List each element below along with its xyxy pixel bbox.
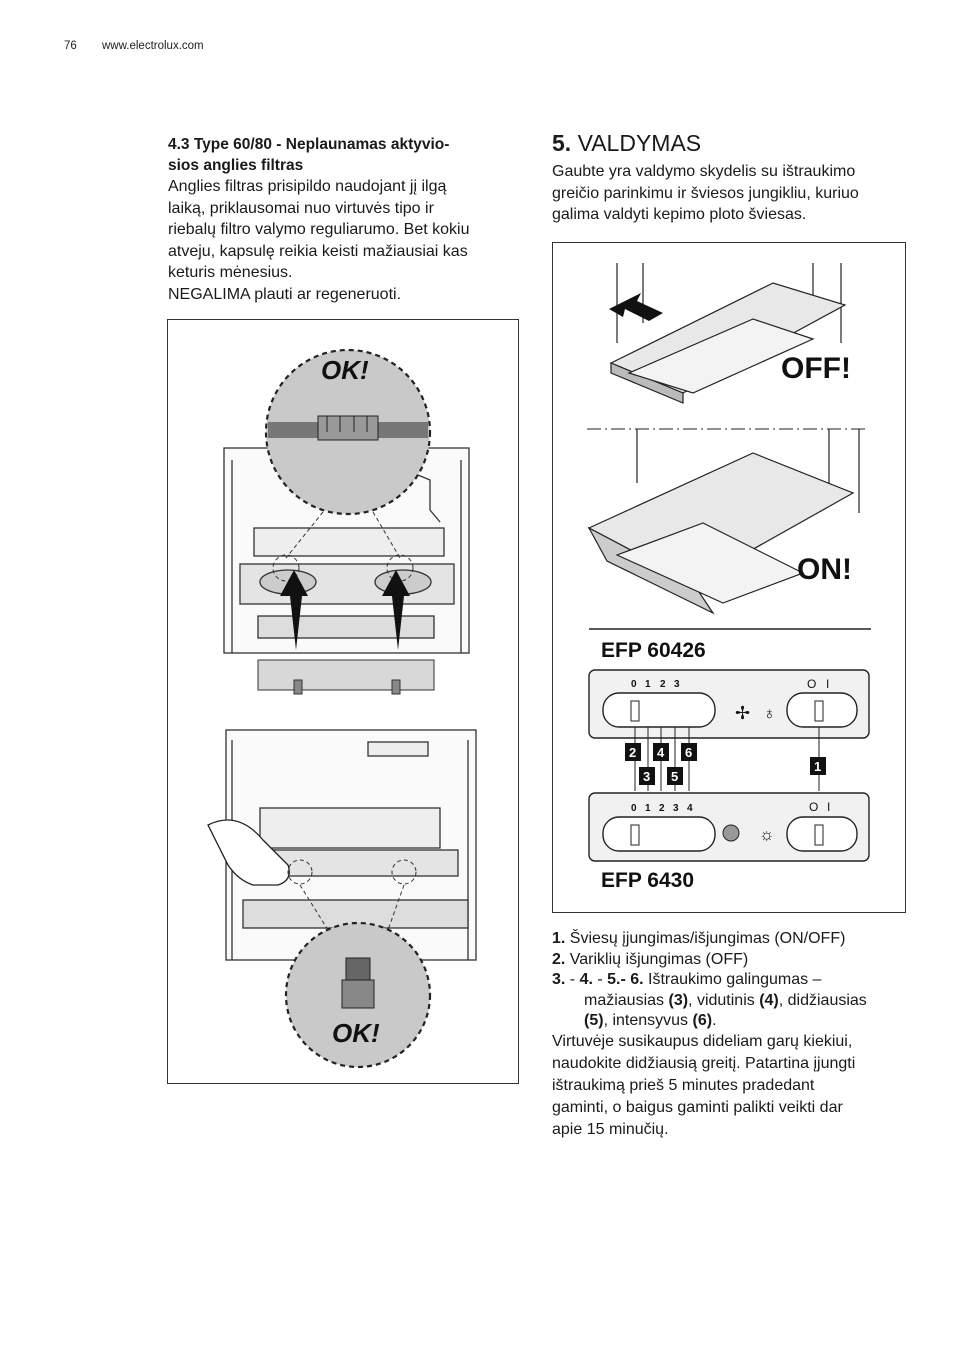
svg-text:2: 2 — [659, 803, 665, 814]
magnifier-bottom — [284, 921, 432, 1069]
section-subheading: 4.3 Type 60/80 - Neplaunamas aktyvio- si… — [168, 136, 450, 174]
bulb-icon: ♁ — [763, 704, 776, 723]
legend-item-2: 2. Variklių išjungimas (OFF) — [552, 950, 749, 968]
hand-icon — [207, 819, 290, 886]
panel-efp60426: ✢ ♁ — [588, 669, 870, 739]
off-label: OFF! — [781, 352, 851, 385]
svg-text:3: 3 — [673, 803, 679, 814]
svg-text:5: 5 — [671, 769, 678, 784]
legend-item-3-line3: (5), intensyvus (6). — [584, 1012, 717, 1029]
callout-badges: 1 2 3 4 5 6 — [625, 743, 826, 785]
carbon-filter — [257, 659, 435, 695]
svg-text:6: 6 — [685, 745, 692, 760]
filter-drawing: OK! — [207, 348, 477, 1069]
on-mark: I — [826, 677, 829, 691]
filter-paragraph: Anglies filtras prisipildo naudojant jį … — [168, 178, 470, 303]
controls-intro: Gaubte yra valdymo skydelis su ištraukim… — [552, 163, 859, 223]
svg-text:4: 4 — [657, 745, 665, 760]
control-panel-illustration: OFF! ON! EFP 60426 ✢ ♁ 0 1 2 3 — [552, 242, 906, 913]
legend-item-1: 1. Šviesų įjungimas/išjungimas (ON/OFF) — [552, 930, 846, 947]
svg-text:1: 1 — [814, 759, 821, 774]
svg-text:1: 1 — [645, 679, 651, 690]
legend-item-3: 3. - 4. - 5.- 6. Ištraukimo galingumas – — [552, 971, 822, 988]
hood-on — [587, 429, 860, 615]
scale-a: 0 1 2 3 — [631, 679, 680, 690]
controls-legend: 1. Šviesų įjungimas/išjungimas (ON/OFF) … — [552, 929, 912, 1032]
hood-off — [609, 263, 847, 404]
guide-lines-top — [272, 511, 414, 582]
insert-arrows — [280, 570, 410, 650]
svg-text:0: 0 — [631, 679, 637, 690]
svg-text:4: 4 — [687, 803, 693, 814]
model-label-b: EFP 6430 — [601, 869, 694, 892]
svg-text:1: 1 — [645, 803, 651, 814]
controls-section: 5. VALDYMAS Gaubte yra valdymo skydelis … — [552, 130, 908, 226]
svg-text:2: 2 — [660, 679, 666, 690]
light-icon: ☼ — [759, 825, 775, 844]
guide-lines-bottom — [287, 859, 417, 931]
svg-text:0: 0 — [631, 803, 637, 814]
legend-item-3-line2: mažiausias (3), vidutinis (4), didžiausi… — [584, 991, 867, 1009]
magnifier-top — [264, 348, 432, 516]
on-mark-b: I — [827, 800, 830, 814]
panel-efp6430: ☼ — [588, 792, 870, 862]
fan-icon — [722, 824, 740, 842]
filter-illustration: OK! — [167, 319, 519, 1084]
svg-text:3: 3 — [674, 679, 680, 690]
control-drawing: OFF! ON! EFP 60426 ✢ ♁ 0 1 2 3 — [587, 263, 871, 892]
svg-text:2: 2 — [629, 745, 636, 760]
section-heading: 5. VALDYMAS — [552, 130, 702, 156]
fan-icon: ✢ — [735, 703, 750, 723]
ok-label-top: OK! — [321, 355, 369, 385]
ok-label-bottom: OK! — [332, 1018, 380, 1048]
svg-text:3: 3 — [643, 769, 650, 784]
off-mark-b: O — [809, 800, 818, 814]
off-mark: O — [807, 677, 816, 691]
site-url[interactable]: www.electrolux.com — [102, 40, 204, 52]
page-number: 76 — [64, 40, 77, 52]
model-label-a: EFP 60426 — [601, 639, 706, 662]
push-arrow-icon — [609, 293, 663, 321]
filter-section: 4.3 Type 60/80 - Neplaunamas aktyvio- si… — [168, 134, 520, 305]
closing-paragraph: Virtuvėje susikaupus dideliam garų kieki… — [552, 1033, 856, 1138]
page-header: 76 www.electrolux.com — [64, 40, 204, 52]
scale-b: 0 1 2 3 4 — [631, 803, 693, 814]
on-label: ON! — [797, 553, 852, 586]
